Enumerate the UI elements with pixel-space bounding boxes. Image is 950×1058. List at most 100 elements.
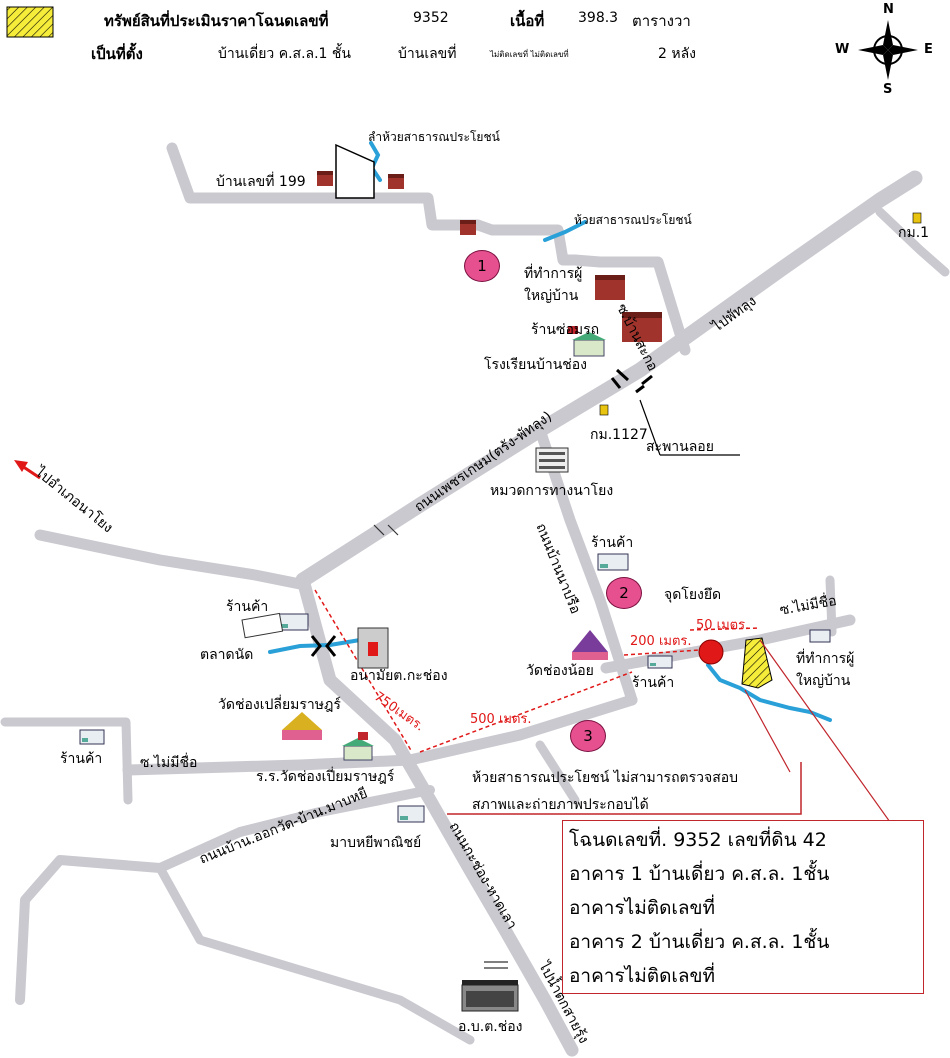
- temple-icon: [572, 630, 608, 660]
- stream-2: [543, 220, 587, 242]
- note-pointer: [744, 689, 791, 773]
- label-shop-2: ร้านค้า: [226, 599, 269, 615]
- dist-line-200: [623, 649, 701, 656]
- market-icon: [241, 612, 284, 639]
- house-no-value: ไม่ติดเลขที่ ไม่ติดเลขที่: [490, 50, 569, 59]
- stream-plot: [706, 663, 832, 722]
- label-dist-500: 500 เมตร.: [470, 712, 532, 727]
- deed-number: 9352: [413, 10, 449, 26]
- area-value: 398.3: [578, 10, 619, 26]
- label-km-top: กม.1: [898, 225, 930, 241]
- label-stream-top: ลำห้วยสาธารณประโยชน์: [368, 130, 500, 144]
- road-soi-east-2: [825, 575, 837, 637]
- shop-icon: [79, 729, 105, 745]
- label-stream-2: ห้วยสาธารณประโยชน์: [574, 213, 692, 227]
- lot-199: [335, 143, 375, 199]
- bridge-pointer: [639, 399, 661, 456]
- highway-office-icon: [535, 447, 569, 473]
- road-3-branch: [535, 740, 580, 805]
- info-line-1: โฉนดเลขที่. 9352 เลขที่ดิน 42: [569, 829, 827, 851]
- label-dist-200: 200 เมตร.: [630, 634, 692, 649]
- dist-line-750: [314, 589, 413, 753]
- house-no-label: บ้านเลขที่: [398, 46, 457, 62]
- school-icon: [568, 326, 606, 357]
- label-health-station: อนามัยต.กะช่อง: [350, 668, 448, 684]
- shop-icon: [277, 613, 309, 631]
- dist-line-50: [689, 627, 761, 631]
- label-reference-point: จุดโยงยึด: [664, 587, 722, 603]
- label-school: โรงเรียนบ้านช่อง: [484, 357, 588, 373]
- label-repair-shop: ร้านซ่อมรถ: [531, 322, 600, 338]
- bridge-small-icon: [373, 524, 399, 536]
- bridge-symbols: [310, 368, 653, 657]
- note-line-2: สภาพและถ่ายภาพประกอบได้: [472, 797, 649, 813]
- bridge-flyover: [610, 368, 653, 394]
- shop-icon: [647, 655, 673, 669]
- label-house-199: บ้านเลขที่ 199: [216, 174, 306, 190]
- reference-point-marker: [698, 639, 724, 665]
- milestone-icon: [599, 404, 609, 416]
- compass-rose: [858, 20, 918, 80]
- area-label: เนื้อที่: [510, 12, 545, 30]
- village-office-icon: [809, 629, 831, 643]
- shop-icon: [397, 805, 425, 823]
- stream-market: [268, 638, 362, 654]
- marker-badge-3: 3: [570, 720, 606, 752]
- compass-west: W: [835, 42, 850, 57]
- streams: [268, 141, 832, 722]
- road-500m: [404, 694, 638, 766]
- label-dist-50: 50 เมตร.: [696, 618, 750, 633]
- header-line1-label: ทรัพย์สินที่ประเมินราคาโฉนดเลขที่: [104, 12, 329, 30]
- bridge-small-icon: [484, 961, 508, 969]
- village-office-icon: [595, 275, 625, 300]
- road-kachong: [296, 573, 579, 1057]
- health-station-icon: [357, 627, 389, 669]
- road-to-nayong: [34, 529, 311, 591]
- label-soi-no-name-west: ซ.ไม่มีชื่อ: [140, 755, 198, 771]
- info-line-4: อาคาร 2 บ้านเดี่ยว ค.ส.ล. 1ชั้น: [569, 931, 830, 953]
- school-icon: [342, 732, 374, 761]
- road-phetkasem: [295, 170, 923, 588]
- label-market: ตลาดนัด: [200, 647, 254, 663]
- property-plot: [741, 637, 773, 689]
- road-top: [166, 142, 691, 356]
- marker-badge-1: 1: [464, 250, 500, 282]
- road-ban-na-pruea: [534, 424, 638, 706]
- label-wat-chong-noi: วัดช่องน้อย: [526, 663, 594, 679]
- road-network: [0, 142, 950, 1057]
- label-highway-unit: หมวดการทางนาโยง: [490, 483, 614, 499]
- compass-east: E: [924, 42, 933, 57]
- road-soi-west-2: [122, 754, 416, 776]
- shop-icon: [597, 553, 629, 571]
- legend-swatch: [6, 6, 54, 38]
- info-line-3: อาคารไม่ติดเลขที่: [569, 897, 716, 919]
- label-obt: อ.บ.ต.ช่อง: [458, 1019, 523, 1035]
- info-box: โฉนดเลขที่. 9352 เลขที่ดิน 42 อาคาร 1 บ้…: [562, 820, 924, 994]
- note-box-frame: [447, 762, 802, 815]
- compass-south: S: [883, 82, 893, 97]
- milestone-icon: [912, 212, 922, 224]
- label-shop-1: ร้านค้า: [591, 535, 634, 551]
- building-type: บ้านเดี่ยว ค.ส.ล.1 ชั้น: [218, 46, 351, 62]
- dist-line-500: [419, 671, 633, 753]
- repair-shop-icon: [622, 312, 662, 342]
- distance-lines: [314, 589, 761, 753]
- label-village-office-2: ที่ทำการผู้ ใหญ่บ้าน: [796, 651, 855, 689]
- temple-icon: [282, 712, 322, 740]
- location-label: เป็นที่ตั้ง: [91, 45, 143, 63]
- building-count: 2 หลัง: [658, 46, 697, 62]
- note-line-1: ห้วยสาธารณประโยชน์ ไม่สามารถตรวจสอบ: [472, 770, 739, 786]
- info-line-5: อาคารไม่ติดเลขที่: [569, 965, 716, 987]
- label-school-2: ร.ร.วัดช่องเปี่ยมราษฎร์: [256, 769, 395, 785]
- label-bridge: สะพานลอย: [646, 439, 714, 455]
- road-ok-wat-branch: [155, 863, 475, 1045]
- stream-top: [369, 141, 382, 182]
- label-shop-4: ร้านค้า: [60, 751, 103, 767]
- label-wat-plian: วัดช่องเปลี่ยมราษฎร์: [218, 697, 341, 713]
- compass-north: N: [883, 2, 894, 17]
- house-icon: [388, 174, 404, 189]
- info-pointer: [759, 639, 891, 823]
- road-branch-ne: [875, 207, 950, 277]
